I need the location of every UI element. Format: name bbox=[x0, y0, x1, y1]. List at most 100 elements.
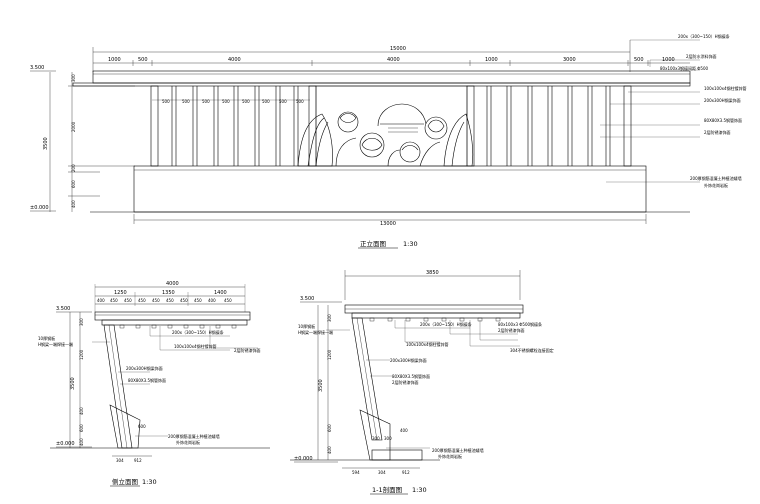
front-note: 200x300H钢梁饰面 bbox=[704, 97, 741, 103]
svg-text:450: 450 bbox=[180, 298, 188, 303]
section-note: 10厚钢板 bbox=[298, 323, 315, 329]
section-inner-dim: 300 bbox=[384, 436, 392, 441]
side-note: 100x100x4钢柱镀锌管 bbox=[174, 343, 217, 349]
front-note: 80x100x3钢檩间距 Φ500 bbox=[660, 65, 709, 71]
side-planter-wall bbox=[109, 404, 141, 449]
front-top-dim: 4000 bbox=[387, 57, 400, 63]
front-note: 2层防水涂料饰面 bbox=[686, 53, 717, 59]
section-inner-dim: 400 bbox=[400, 428, 408, 433]
section-level-zero: ±0.000 bbox=[294, 456, 313, 462]
section-planter-wall bbox=[359, 409, 391, 461]
side-beam bbox=[101, 319, 248, 326]
front-note: 200厚钢筋混凝土种植池矮墙 bbox=[690, 175, 742, 181]
front-note: 2层防锈漆饰面 bbox=[704, 129, 731, 135]
front-level-top: 3.500 bbox=[30, 65, 44, 71]
side-vdim: 400 bbox=[79, 438, 84, 446]
side-note: H钢梁一端焊接一端 bbox=[38, 341, 73, 347]
section-overall: 3850 bbox=[426, 270, 439, 276]
svg-text:450: 450 bbox=[110, 298, 118, 303]
side-note: 200x（300~150）H钢檩条 bbox=[172, 329, 224, 335]
section-footing bbox=[371, 449, 423, 461]
side-scale: 1:30 bbox=[142, 478, 157, 486]
front-left-dim: 600 bbox=[71, 180, 76, 188]
side-roof bbox=[94, 311, 251, 321]
section-vdim: 1200 bbox=[327, 349, 332, 360]
section-bottom-dim: 912 bbox=[402, 470, 410, 475]
section-column bbox=[351, 317, 383, 441]
front-overall-bottom: 13000 bbox=[380, 221, 396, 227]
side-inner-dim: 600 bbox=[138, 424, 146, 429]
side-level-zero: ±0.000 bbox=[56, 441, 75, 447]
svg-text:500: 500 bbox=[162, 99, 170, 104]
side-note: 10厚钢板 bbox=[38, 335, 55, 341]
svg-text:450: 450 bbox=[194, 298, 202, 303]
section-note: 200厚钢筋混凝土种植池矮墙 bbox=[432, 447, 484, 453]
front-main-beam bbox=[72, 82, 691, 87]
section-vdim: 600 bbox=[327, 424, 332, 432]
section-bottom-dim: 304 bbox=[378, 470, 386, 475]
section-beam bbox=[351, 312, 521, 319]
section-note: H钢梁一端焊接一端 bbox=[298, 329, 333, 335]
side-vdim: 300 bbox=[79, 318, 84, 326]
svg-text:450: 450 bbox=[124, 298, 132, 303]
front-elevation: 15000 1000 500 4000 4000 1000 3000 500 1… bbox=[30, 33, 747, 249]
side-elevation: 4000 1250 1350 1400 400 450 450 450 450 … bbox=[38, 281, 270, 487]
section-level-top: 3.500 bbox=[300, 296, 314, 302]
side-note: 200厚钢筋混凝土种植池矮墙 bbox=[168, 433, 220, 439]
section-scale: 1:30 bbox=[412, 486, 427, 494]
front-planter bbox=[133, 165, 647, 213]
svg-text:400: 400 bbox=[97, 298, 105, 303]
svg-text:450: 450 bbox=[138, 298, 146, 303]
svg-text:500: 500 bbox=[182, 99, 190, 104]
front-top-dim: 3000 bbox=[563, 57, 576, 63]
front-title: 正立面图 bbox=[360, 239, 386, 248]
svg-text:400: 400 bbox=[208, 298, 216, 303]
front-top-dim: 1000 bbox=[485, 57, 498, 63]
front-left-dim: 300 bbox=[71, 74, 76, 82]
svg-text:450: 450 bbox=[166, 298, 174, 303]
front-top-beam bbox=[92, 70, 691, 84]
front-top-dim: 1000 bbox=[108, 57, 121, 63]
section-vdim: 3500 bbox=[318, 379, 324, 392]
front-columns bbox=[150, 85, 632, 167]
section-vdim: 400 bbox=[327, 446, 332, 454]
side-vdim: 600 bbox=[79, 424, 84, 432]
section-note: 304不锈钢螺栓连接固定 bbox=[510, 347, 554, 353]
svg-text:500: 500 bbox=[202, 99, 210, 104]
side-seg-dim: 1350 bbox=[162, 290, 175, 296]
side-bottom-dim: 912 bbox=[134, 458, 142, 463]
section-note: 外饰花岗岩板 bbox=[438, 453, 462, 459]
side-vdim: 3500 bbox=[70, 377, 76, 390]
svg-text:500: 500 bbox=[296, 99, 304, 104]
side-bottom-dim: 304 bbox=[116, 458, 124, 463]
side-note: 80X80X3.5钢管饰面 bbox=[128, 377, 166, 383]
front-overall-top: 15000 bbox=[390, 46, 406, 52]
svg-text:500: 500 bbox=[242, 99, 250, 104]
side-note: 2层防锈漆饰面 bbox=[234, 347, 261, 353]
front-top-dim: 4000 bbox=[228, 57, 241, 63]
svg-text:500: 500 bbox=[279, 99, 287, 104]
section-note: 200x300H钢梁饰面 bbox=[390, 357, 427, 363]
svg-text:450: 450 bbox=[152, 298, 160, 303]
section-1-1: 3850 594 304 912 300 300 400 3.500 ±0.00… bbox=[290, 270, 554, 495]
section-note: 200x（300~150）H钢檩条 bbox=[420, 321, 472, 327]
front-slats bbox=[171, 86, 611, 166]
side-title: 侧立面图 bbox=[112, 477, 138, 486]
side-overall: 4000 bbox=[166, 281, 179, 287]
front-note: 80X80X3.5钢管饰面 bbox=[704, 117, 742, 123]
section-note: 2层防锈漆饰面 bbox=[392, 379, 419, 385]
svg-text:500: 500 bbox=[262, 99, 270, 104]
front-top-dim: 500 bbox=[138, 57, 148, 63]
front-height-total: 3500 bbox=[43, 137, 49, 150]
side-seg-dim: 1250 bbox=[114, 290, 127, 296]
front-left-dim: 200 bbox=[71, 164, 76, 172]
section-note: 100x100x4钢柱镀锌管 bbox=[406, 341, 449, 347]
svg-text:450: 450 bbox=[224, 298, 232, 303]
side-note: 200x300H钢梁饰面 bbox=[126, 365, 163, 371]
front-left-dim: 2000 bbox=[71, 121, 76, 132]
svg-text:500: 500 bbox=[222, 99, 230, 104]
front-note: 100x100x4钢柱镀锌管 bbox=[704, 85, 747, 91]
section-inner-dim: 300 bbox=[372, 436, 380, 441]
